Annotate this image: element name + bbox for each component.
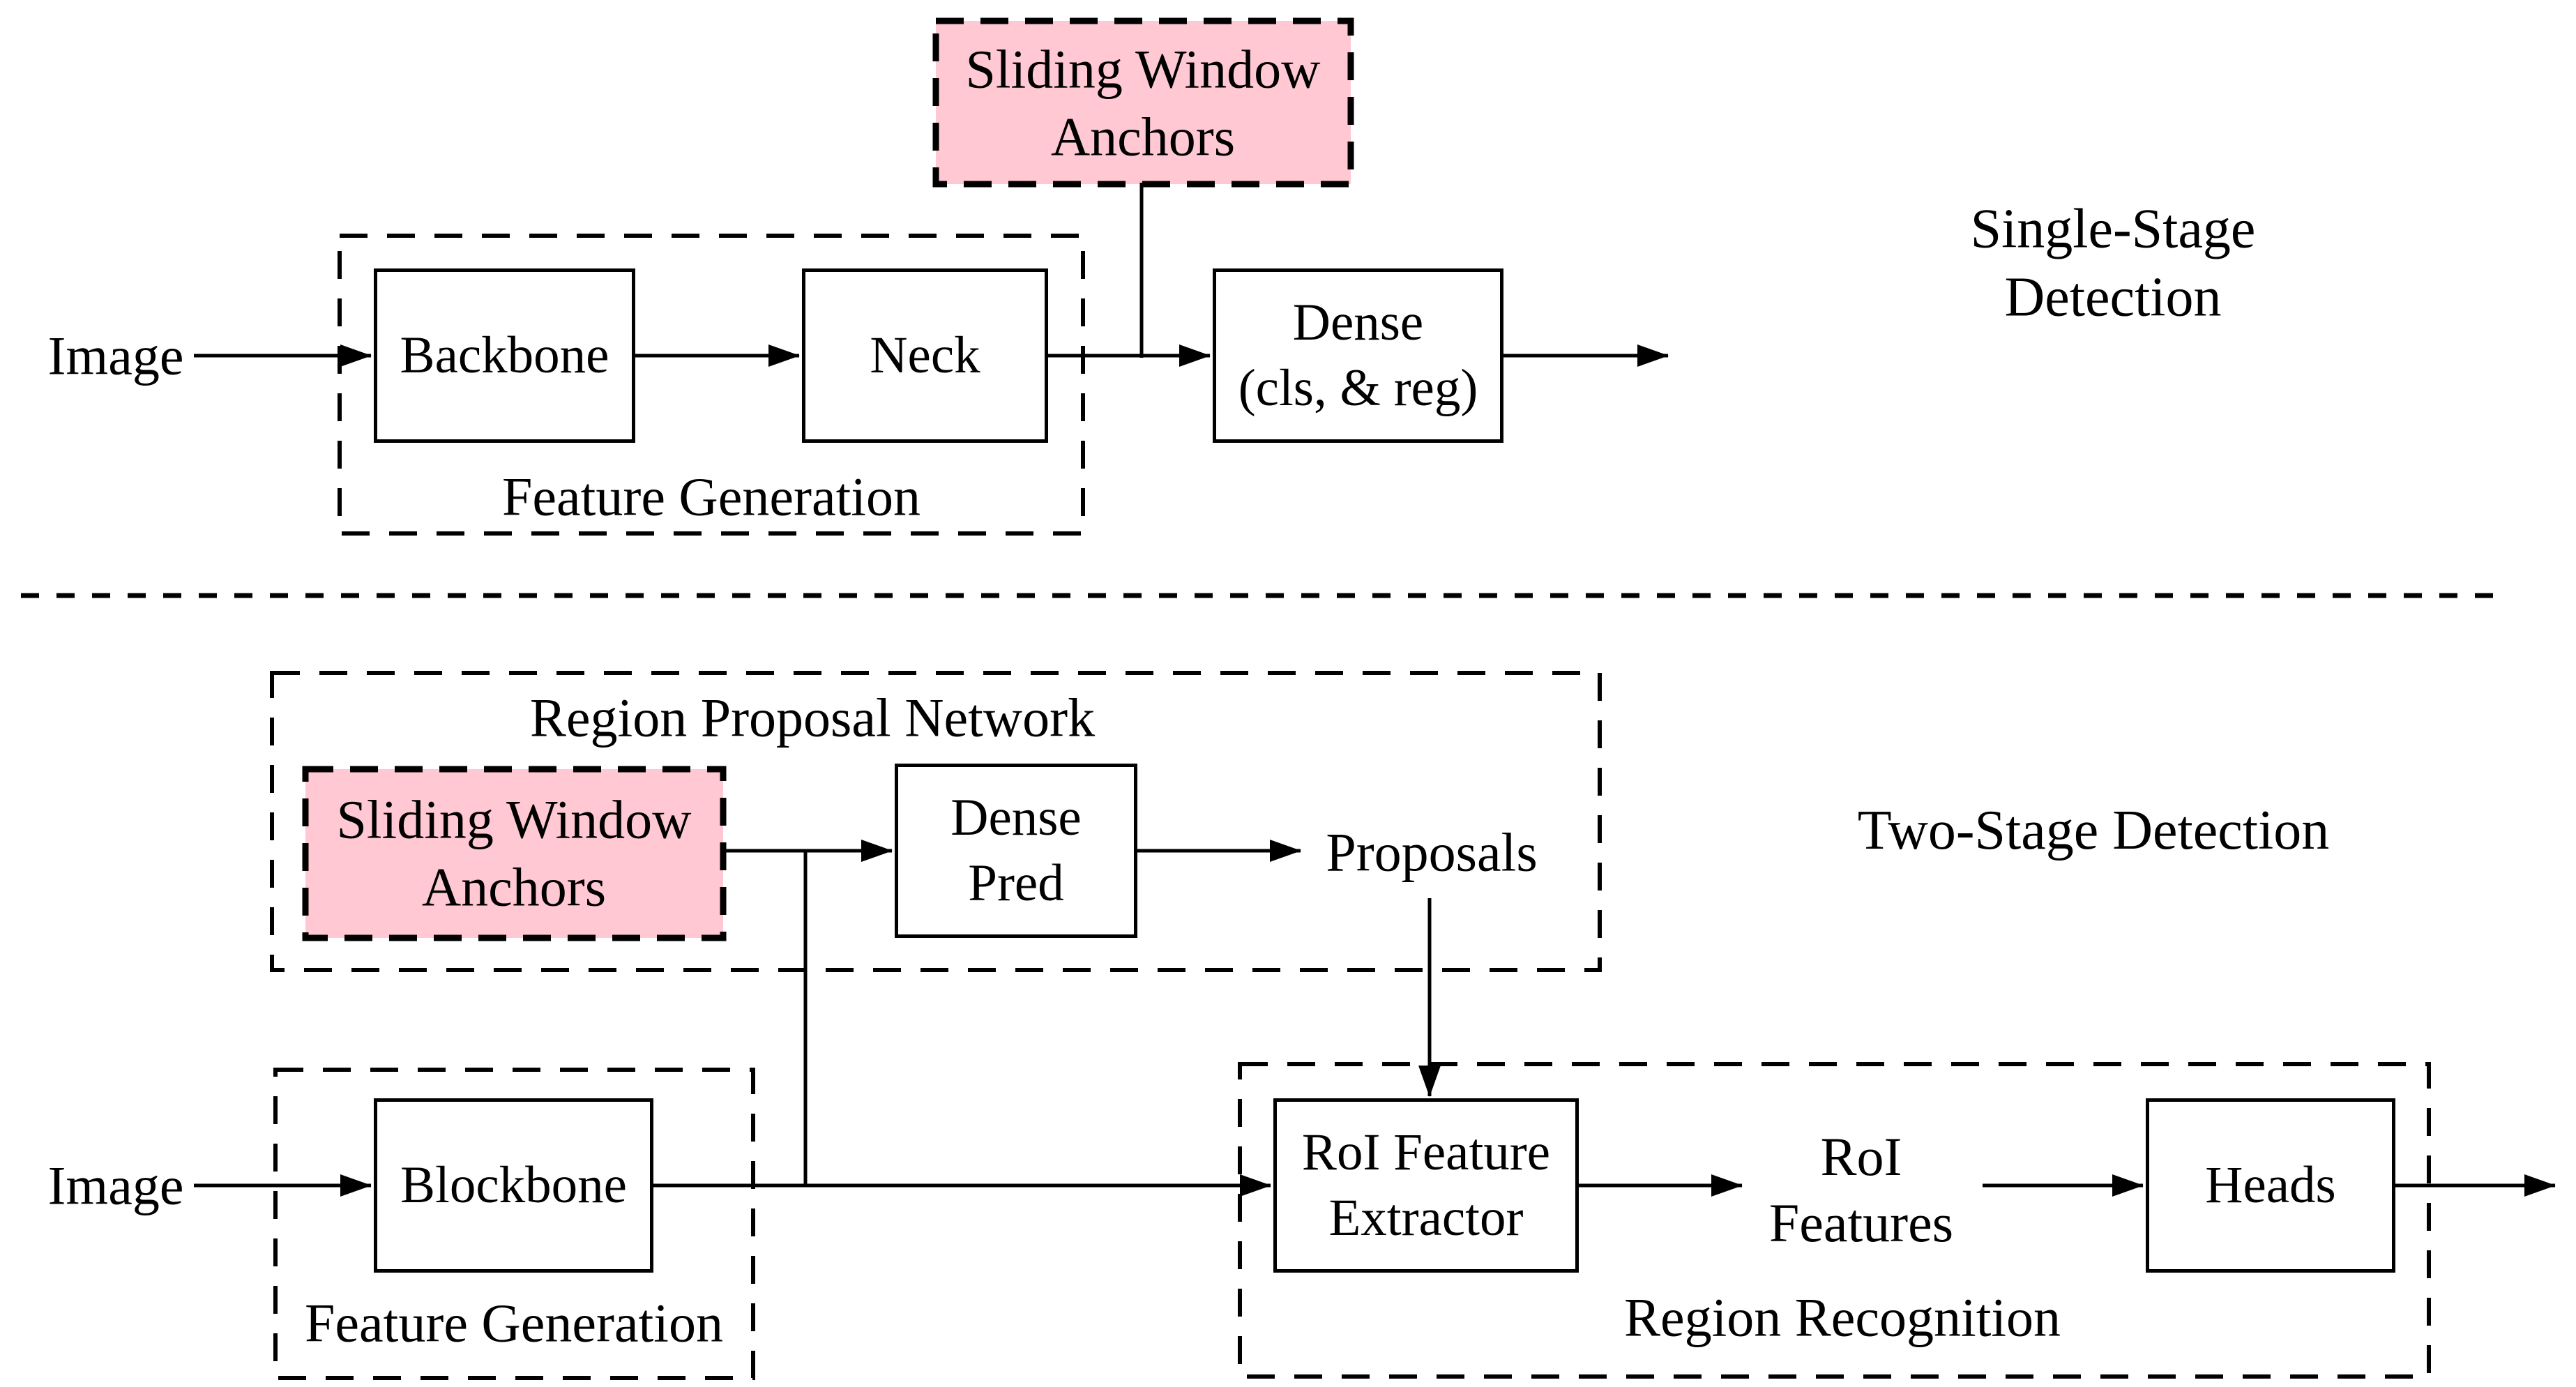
feature-generation-top-label: Feature Generation [502, 466, 920, 527]
feature-generation-bottom-group-box [273, 1068, 755, 1380]
top-input-image-label: Image [47, 325, 184, 386]
roi-feature-extractor-box: RoI Feature Extractor [1273, 1098, 1579, 1273]
proposals-label: Proposals [1326, 821, 1538, 883]
bottom-input-image-label: Image [47, 1155, 184, 1216]
region-recognition-group-box [1238, 1062, 2431, 1379]
bottom-sliding-window-anchors-label: Sliding Window Anchors [336, 789, 692, 917]
roi-features-label: RoI Features [1768, 1125, 1954, 1253]
sliding-window-anchors-top-box [932, 17, 1354, 188]
single-stage-detection-title: Single-Stage Detection [1970, 198, 2256, 328]
heads-box: Heads [2146, 1098, 2395, 1273]
region-proposal-network-label: Region Proposal Network [529, 687, 1096, 748]
neck-box: Neck [802, 268, 1048, 443]
region-recognition-label: Region Recognition [1623, 1287, 2061, 1348]
feature-generation-bottom-label: Feature Generation [305, 1292, 723, 1354]
sliding-window-anchors-bottom-box [302, 766, 727, 941]
region-proposal-network-group-box [270, 671, 1602, 972]
blockbone-box: Blockbone [374, 1098, 653, 1273]
dense-pred-box: Dense Pred [895, 764, 1137, 938]
backbone-box: Backbone [374, 268, 635, 443]
dense-head-box: Dense (cls, & reg) [1213, 268, 1503, 443]
two-stage-detection-title: Two-Stage Detection [1857, 800, 2330, 862]
top-sliding-window-anchors-label: Sliding Window Anchors [965, 38, 1321, 167]
